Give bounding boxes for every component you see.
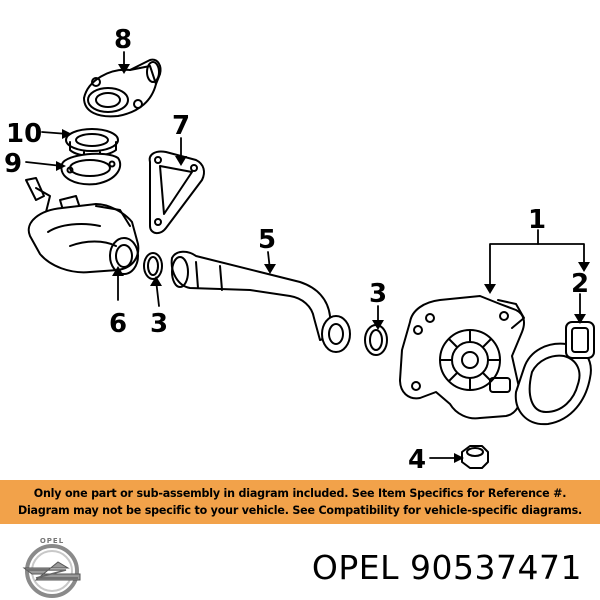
part-3-o-ring-left <box>143 252 163 280</box>
part-5-coolant-pipe <box>170 250 351 353</box>
part-6-outlet-housing <box>25 177 140 275</box>
part-8-thermostat-cover <box>83 58 162 118</box>
part-1-water-pump <box>399 295 525 420</box>
callout-1: 1 <box>528 205 546 235</box>
parts-diagram: 8 10 9 7 5 1 6 3 3 2 4 <box>4 25 595 475</box>
logo-wordmark: OPEL <box>40 537 64 545</box>
part-4-nut <box>461 445 489 469</box>
callout-2: 2 <box>571 269 589 299</box>
callout-5: 5 <box>258 225 276 255</box>
opel-logo-icon: OPEL <box>22 537 81 598</box>
leader-arrowheads <box>56 64 590 463</box>
callout-3-right: 3 <box>369 279 387 309</box>
part-9-gasket <box>60 152 122 186</box>
callout-4: 4 <box>408 445 426 475</box>
part-3-o-ring-right <box>364 324 388 356</box>
callout-6: 6 <box>109 309 127 339</box>
callout-7: 7 <box>172 111 190 141</box>
callout-10: 10 <box>6 119 42 149</box>
callout-3-left: 3 <box>150 309 168 339</box>
callout-9: 9 <box>4 149 22 179</box>
part-title: OPEL 90537471 <box>311 548 582 587</box>
part-2-gasket <box>514 321 595 426</box>
part-7-gasket <box>148 150 205 234</box>
notice-line-2: Diagram may not be specific to your vehi… <box>17 504 583 517</box>
notice-line-1: Only one part or sub-assembly in diagram… <box>33 487 567 500</box>
notice-banner: Only one part or sub-assembly in diagram… <box>0 480 600 524</box>
callout-8: 8 <box>114 25 132 55</box>
